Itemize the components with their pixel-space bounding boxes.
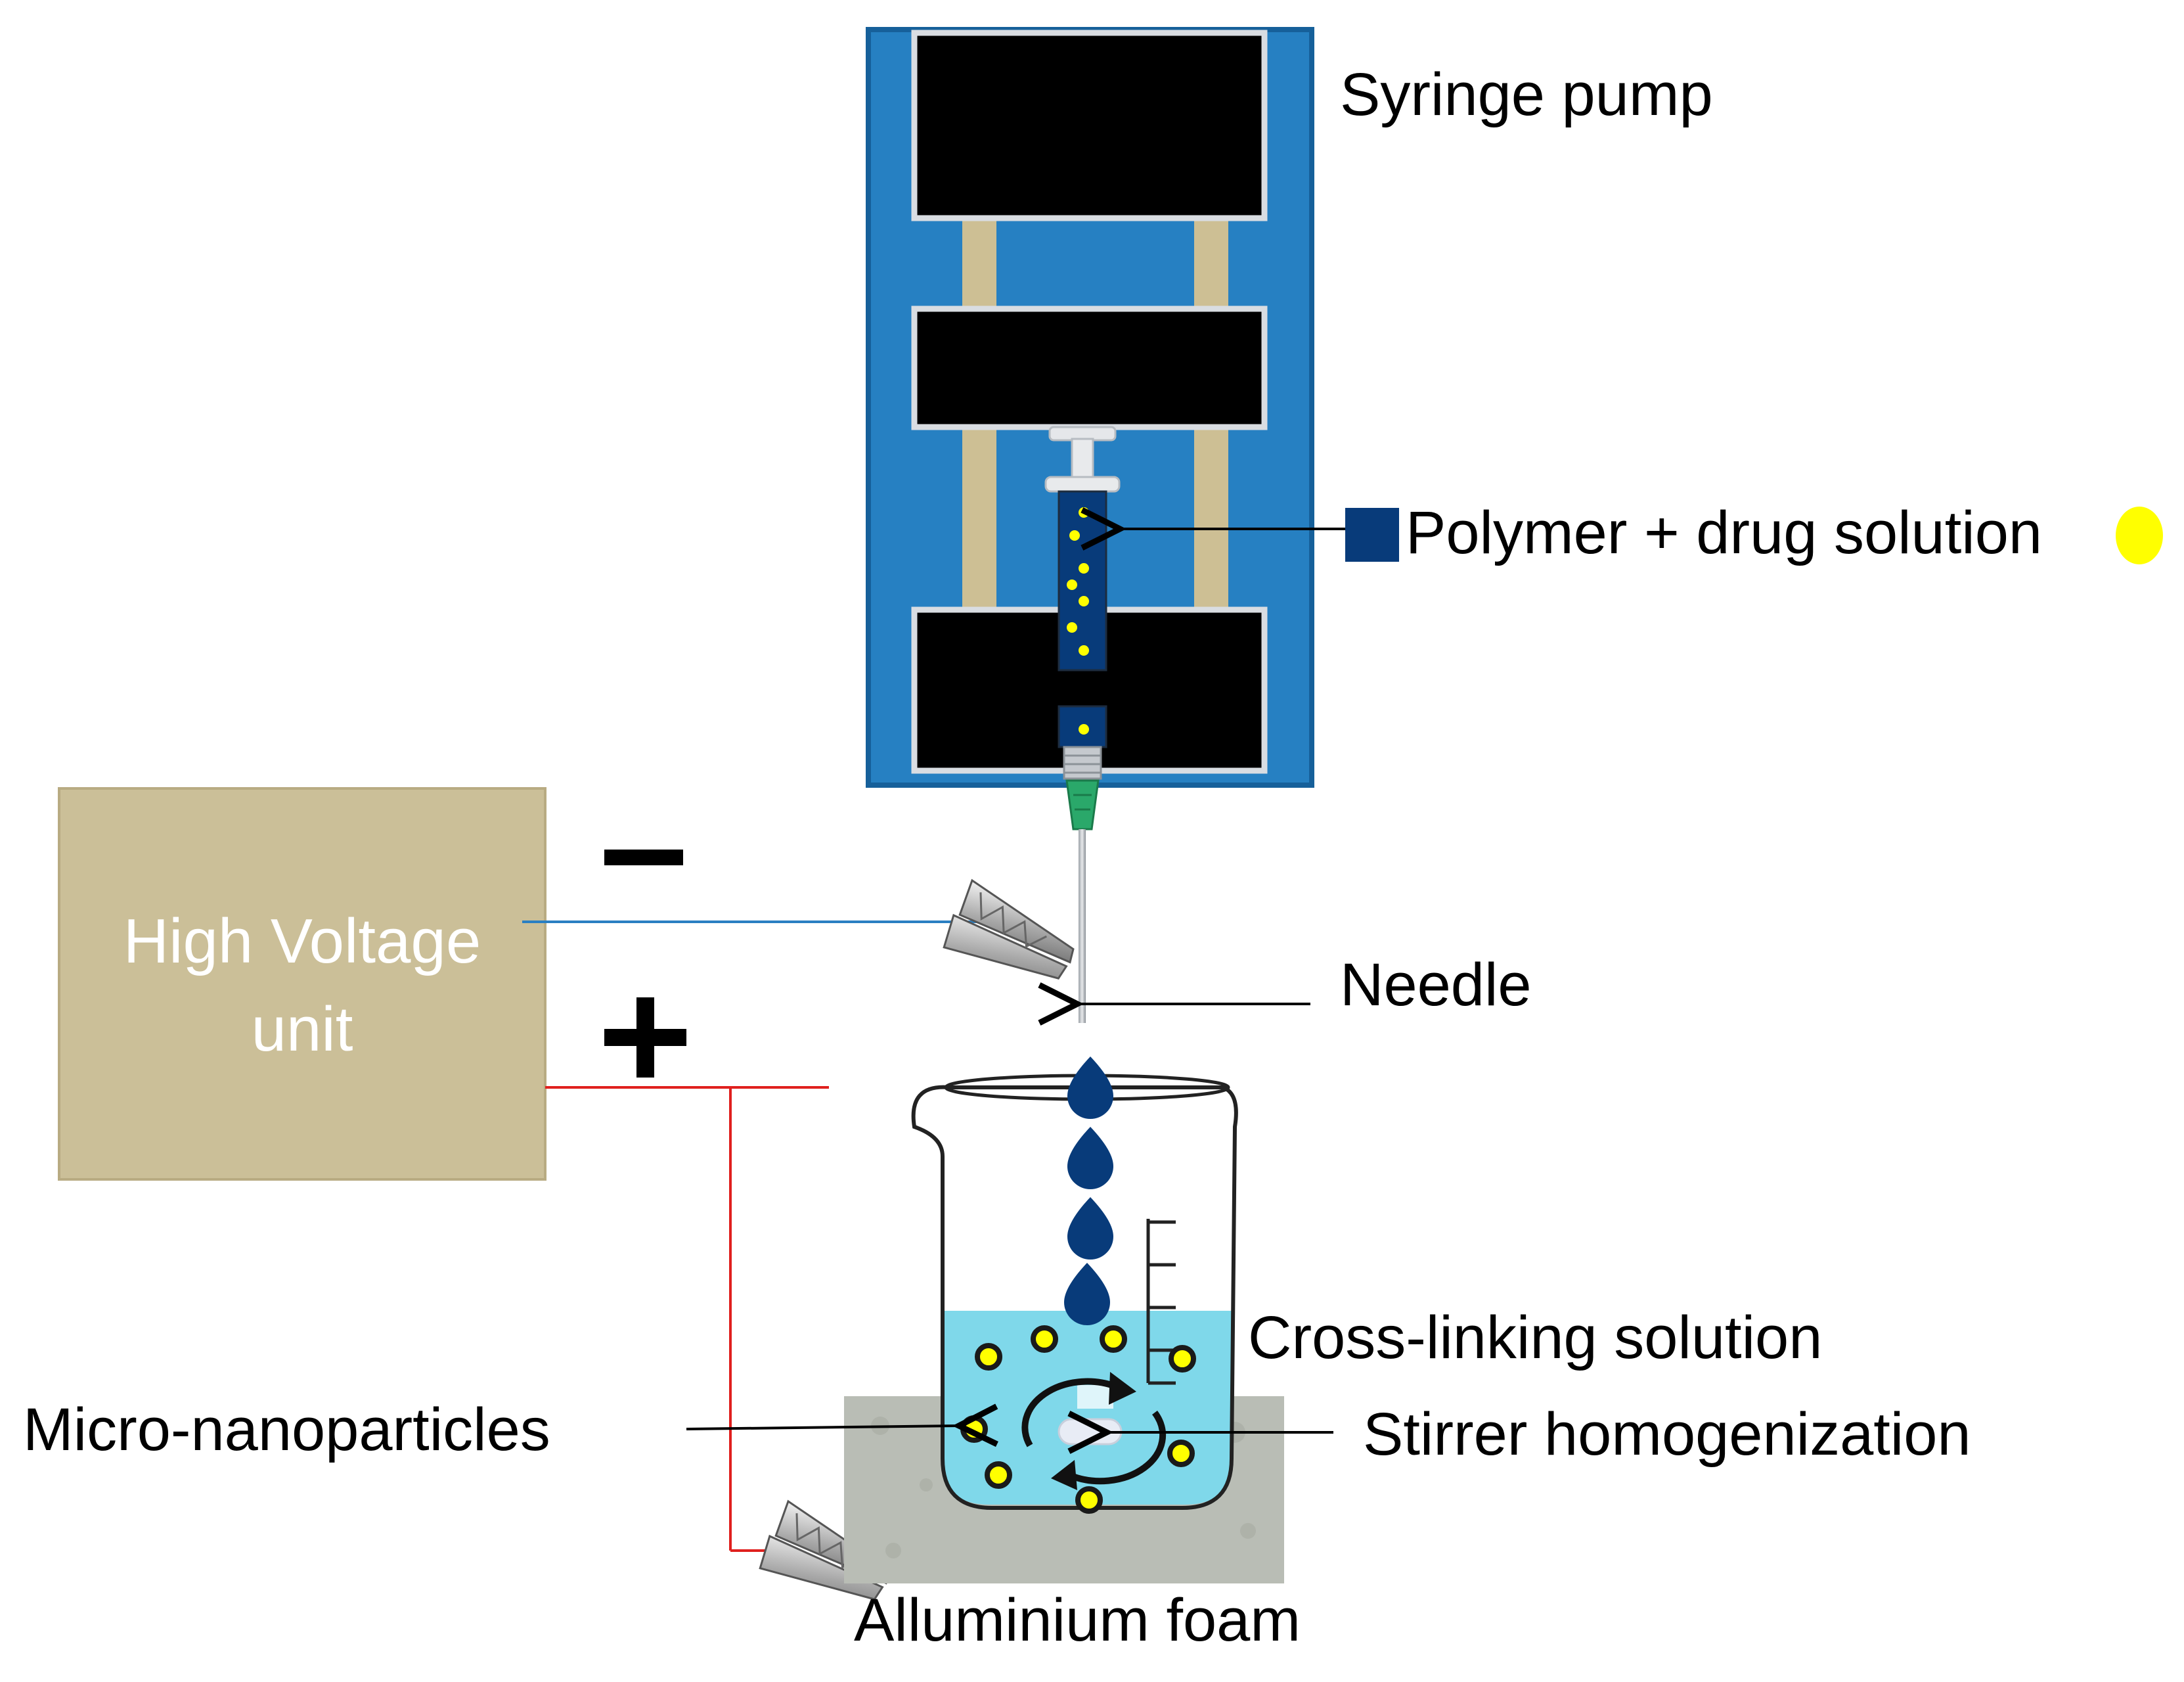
syringe-pump-label: Syringe pump — [1340, 61, 1713, 128]
pump-rail-right-top — [1194, 217, 1228, 309]
solution-legend-swatch — [1345, 508, 1399, 562]
syringe-pump — [866, 27, 1314, 788]
high-voltage-line-2: unit — [251, 994, 353, 1064]
syringe-flange — [1044, 476, 1121, 493]
foam-label: Alluminium foam — [854, 1587, 1301, 1654]
high-voltage-label: High Voltage unit — [59, 788, 545, 1183]
pump-rail-left-top — [962, 217, 996, 309]
high-voltage-unit — [58, 787, 546, 1181]
drug-legend-dot — [2116, 507, 2163, 564]
crosslinking-label: Cross-linking solution — [1248, 1304, 1823, 1371]
arrow-microparticles — [686, 1426, 959, 1429]
plus-sign-icon — [604, 997, 686, 1078]
microparticles-label: Micro-nanoparticles — [23, 1396, 550, 1463]
positive-wire — [545, 1086, 829, 1552]
solution-droplets — [1064, 1057, 1113, 1325]
needle-hub — [1065, 779, 1100, 830]
needle-shaft — [1079, 829, 1086, 1023]
pump-block-top — [911, 30, 1268, 221]
beaker-graduations — [1146, 1219, 1176, 1385]
pump-rail-right-bottom — [1194, 427, 1228, 608]
syringe-barrel-upper — [1058, 490, 1107, 671]
rotation-arrows-icon — [1021, 1378, 1167, 1485]
beaker-wall — [911, 1085, 1238, 1510]
alligator-clip-needle — [943, 878, 1075, 980]
minus-sign-icon — [604, 850, 683, 865]
pump-block-middle — [911, 306, 1268, 430]
needle-label: Needle — [1340, 951, 1532, 1018]
pump-rail-left-bottom — [962, 427, 996, 608]
stirrer-label: Stirrer homogenization — [1363, 1401, 1971, 1468]
syringe-tip — [1063, 746, 1102, 780]
high-voltage-line-1: High Voltage — [123, 905, 481, 976]
polymer-solution-label: Polymer + drug solution — [1406, 499, 2043, 566]
pointer-arrows — [686, 529, 1347, 1432]
plunger-rod — [1071, 438, 1094, 480]
